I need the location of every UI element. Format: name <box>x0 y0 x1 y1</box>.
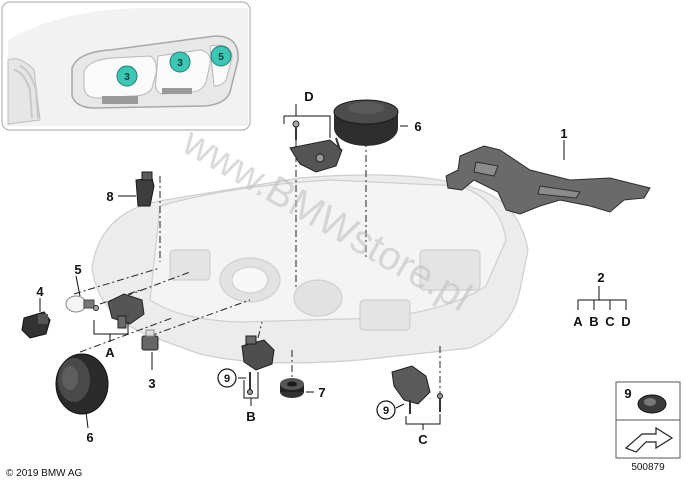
inset-callout-3a <box>116 65 138 87</box>
group-letter-c: C <box>418 432 428 447</box>
inset-callout-5-label: 5 <box>218 52 224 63</box>
callout-4: 4 <box>36 284 44 299</box>
diagram-number: 500879 <box>631 462 665 473</box>
callout-8: 8 <box>106 189 113 204</box>
bulb-5 <box>65 295 95 313</box>
inset-callout-3b <box>169 51 191 73</box>
group2-letter-a: A <box>573 314 583 329</box>
group-letter-a: A <box>105 345 115 360</box>
callout-2: 2 <box>597 270 604 285</box>
small-clip-8 <box>135 171 155 207</box>
callout-6-bottom: 6 <box>86 430 93 445</box>
callout-leaders <box>39 104 627 430</box>
grommet-7 <box>280 378 304 398</box>
part-9-inset: 9 <box>615 381 681 459</box>
callout-7: 7 <box>318 385 325 400</box>
bulb-holder-3 <box>141 329 159 351</box>
inset-callout-5 <box>210 45 232 67</box>
bulb-socket-4 <box>21 311 51 339</box>
group2-letter-c: C <box>605 314 615 329</box>
callout-9-right-ring <box>376 400 396 420</box>
bracket-part <box>445 145 651 215</box>
callout-9-left-ring <box>217 368 237 388</box>
callout-9-right: 9 <box>383 405 389 417</box>
inset-callout-3b-label: 3 <box>177 58 183 69</box>
car-front-inset: 3 3 5 <box>1 1 251 131</box>
cover-cap-bottom <box>55 353 109 415</box>
copyright-text: © 2019 BMW AG <box>6 468 83 479</box>
group-letter-b: B <box>246 409 255 424</box>
group-letter-d: D <box>304 89 313 104</box>
arrow-icon <box>624 426 674 453</box>
callout-1: 1 <box>560 126 567 141</box>
callout-5: 5 <box>74 262 81 277</box>
mount-bracket-d <box>289 120 343 173</box>
callout-6-top: 6 <box>414 119 421 134</box>
group2-letter-d: D <box>621 314 630 329</box>
callout-3: 3 <box>148 376 155 391</box>
cover-cap-top <box>333 99 399 146</box>
group2-letter-b: B <box>589 314 598 329</box>
callout-9-left: 9 <box>224 373 230 385</box>
adjuster-a <box>93 293 145 329</box>
inset-callout-3a-label: 3 <box>124 72 130 83</box>
headlight-housing-ghost <box>91 174 529 364</box>
callout-9-inset: 9 <box>624 386 631 401</box>
mount-bracket-c <box>391 365 443 414</box>
actuator-b <box>241 335 275 395</box>
